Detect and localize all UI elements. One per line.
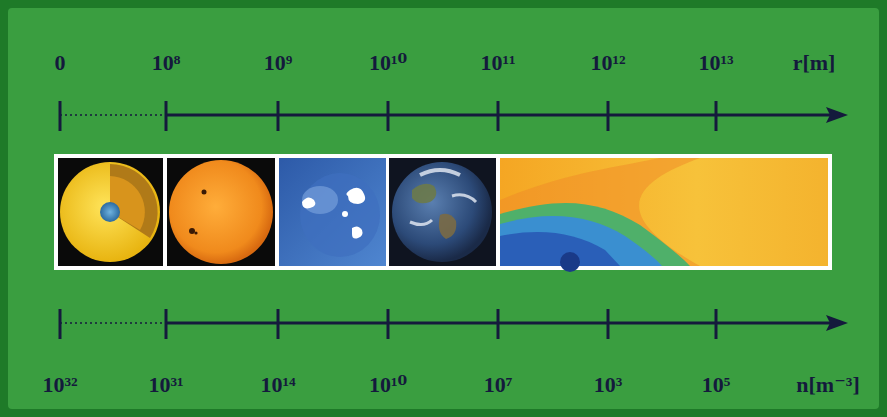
tick-label: 10⁸	[152, 50, 181, 76]
tick-label: 10³²	[42, 372, 77, 398]
axis-title: r[m]	[793, 50, 836, 76]
sun-image	[167, 158, 275, 266]
corona-image	[279, 158, 386, 266]
panel	[8, 8, 879, 409]
tick-label: 10⁹	[264, 50, 293, 76]
tick-label: 10¹¹	[480, 50, 515, 76]
tick-label: 10³	[594, 372, 623, 398]
tick-label: 10⁷	[484, 372, 513, 398]
tick-label: 10⁵	[702, 372, 731, 398]
r-axis	[60, 101, 830, 131]
arrowhead	[826, 315, 848, 331]
tick-label: 10¹⁴	[260, 372, 295, 398]
sun-core-image	[58, 158, 163, 266]
tick-label: 10¹²	[590, 50, 625, 76]
n-axis	[60, 309, 830, 339]
image-strip	[54, 154, 832, 270]
tick-label: 10³¹	[148, 372, 183, 398]
tick-label: 10¹⁰	[369, 50, 407, 76]
magnetosphere-image	[500, 158, 828, 272]
axis-title: n[m⁻³]	[796, 372, 859, 398]
tick-label: 10¹⁰	[369, 372, 407, 398]
tick-label: 10¹³	[698, 50, 733, 76]
earth-image	[389, 158, 496, 266]
arrowhead	[826, 107, 848, 123]
tick-label: 0	[55, 50, 66, 76]
